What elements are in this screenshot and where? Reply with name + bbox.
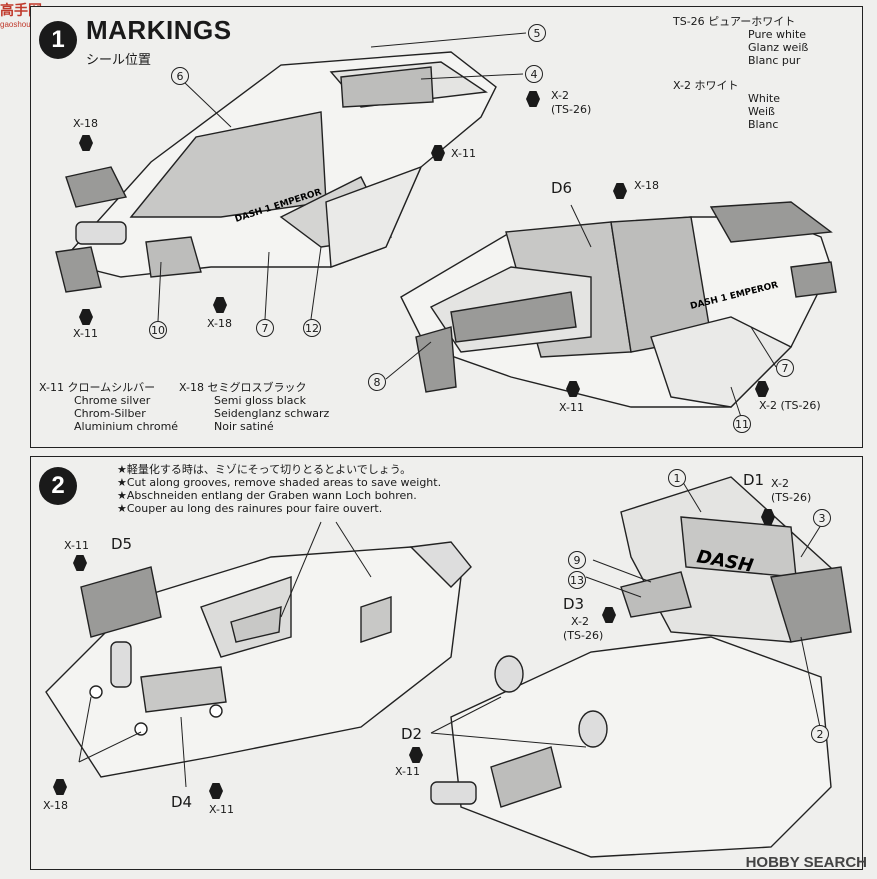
paint-hex-icon (79, 135, 93, 151)
paint-label-x2-ts26: X-2 (TS-26) (759, 399, 821, 412)
note-en: ★Cut along grooves, remove shaded areas … (117, 476, 442, 489)
part-number: 9 (568, 551, 586, 569)
decal-number: 7 (776, 359, 794, 377)
legend-x18-de: Seidenglanz schwarz (214, 407, 330, 420)
paint-label-ts26: (TS-26) (771, 491, 812, 504)
legend-x11-fr: Aluminium chromé (74, 420, 179, 433)
note-de: ★Abschneiden entlang der Graben wann Loc… (117, 489, 417, 502)
legend-ts26-en: Pure white (748, 28, 807, 41)
part-number: 1 (668, 469, 686, 487)
paint-hex-icon (755, 381, 769, 397)
paint-label-x11: X-11 (73, 327, 98, 340)
decal-number: 8 (368, 373, 386, 391)
paint-label-x2: X-2 (551, 89, 569, 102)
hobby-search-watermark: HOBBY SEARCH (745, 854, 867, 871)
paint-label-x11: X-11 (64, 539, 89, 552)
part-label-d1: D1 (743, 471, 765, 489)
paint-label-x11: X-11 (395, 765, 420, 778)
note-jp: ★軽量化する時は、ミゾにそって切りとるとよいでしょう。 (117, 463, 412, 476)
paint-label-ts26: (TS-26) (551, 103, 592, 116)
part-label-d3: D3 (563, 595, 585, 613)
part-label-d4: D4 (171, 793, 193, 811)
decal-number: 6 (171, 67, 189, 85)
decal-number: 12 (303, 319, 321, 337)
paint-hex-icon (602, 607, 616, 623)
paint-hex-icon (79, 309, 93, 325)
paint-hex-icon (613, 183, 627, 199)
step-number-badge: 1 (39, 21, 77, 59)
legend-x11-de: Chrom-Silber (74, 407, 146, 420)
legend-x11-en: Chrome silver (74, 394, 151, 407)
legend-x2-de: Weiß (748, 105, 775, 118)
paint-label-x2: X-2 (771, 477, 789, 490)
paint-hex-icon (566, 381, 580, 397)
part-label-d6: D6 (551, 179, 573, 197)
part-number: 3 (813, 509, 831, 527)
legend-ts26-name: TS-26 ピュアーホワイト (673, 15, 796, 28)
legend-ts26-fr: Blanc pur (748, 54, 801, 67)
step2-panel: DASH 2 ★軽量化する時は、ミゾにそって切りとるとよいでしょう。 ★Cut … (30, 456, 863, 870)
legend-x18-fr: Noir satiné (214, 420, 274, 433)
logo-sub: gaoshou.net (0, 20, 45, 29)
paint-hex-icon (409, 747, 423, 763)
legend-x18: X-18 セミグロスブラック Semi gloss black Seidengl… (179, 381, 329, 433)
paint-label-x11: X-11 (559, 401, 584, 414)
step1-panel: DASH 1 EMPEROR DASH 1 EMPEROR (30, 6, 863, 448)
decal-number: 5 (528, 24, 546, 42)
paint-label-x11: X-11 (451, 147, 476, 160)
paint-hex-icon (761, 509, 775, 525)
legend-x2: X-2 ホワイト White Weiß Blanc (673, 79, 780, 131)
step-title: MARKINGS (86, 15, 232, 45)
step-number-badge: 2 (39, 467, 77, 505)
step1-car-illustration: DASH 1 EMPEROR DASH 1 EMPEROR (55, 32, 837, 418)
paint-label-x2: X-2 (571, 615, 589, 628)
paint-label-ts26: (TS-26) (563, 629, 604, 642)
part-number: 2 (811, 725, 829, 743)
legend-x11: X-11 クロームシルバー Chrome silver Chrom-Silber… (39, 381, 178, 433)
legend-ts26: TS-26 ピュアーホワイト Pure white Glanz weiß Bla… (673, 15, 808, 67)
paint-hex-icon (209, 783, 223, 799)
legend-x2-name: X-2 ホワイト (673, 79, 739, 92)
decal-number: 11 (733, 415, 751, 433)
legend-ts26-de: Glanz weiß (748, 41, 809, 54)
note-fr: ★Couper au long des rainures pour faire … (117, 502, 383, 515)
legend-x11-name: X-11 クロームシルバー (39, 381, 156, 394)
paint-label-x11: X-11 (209, 803, 234, 816)
legend-x18-en: Semi gloss black (214, 394, 306, 407)
decal-number: 7 (256, 319, 274, 337)
legend-x2-fr: Blanc (748, 118, 779, 131)
paint-label-x18: X-18 (73, 117, 98, 130)
step2-notes: ★軽量化する時は、ミゾにそって切りとるとよいでしょう。 ★Cut along g… (117, 463, 441, 515)
part-label-d5: D5 (111, 535, 133, 553)
step-subtitle: シール位置 (86, 53, 152, 68)
part-number: 13 (568, 571, 586, 589)
legend-x18-name: X-18 セミグロスブラック (179, 381, 307, 394)
paint-hex-icon (213, 297, 227, 313)
step2-chassis-illustration: DASH (45, 476, 852, 858)
paint-label-x18: X-18 (634, 179, 659, 192)
decal-number: 10 (149, 321, 167, 339)
part-label-d2: D2 (401, 725, 423, 743)
decal-number: 4 (525, 65, 543, 83)
paint-hex-icon (73, 555, 87, 571)
paint-label-x18: X-18 (43, 799, 68, 812)
paint-hex-icon (431, 145, 445, 161)
paint-label-x18: X-18 (207, 317, 232, 330)
paint-hex-icon (53, 779, 67, 795)
paint-hex-icon (526, 91, 540, 107)
legend-x2-en: White (748, 92, 780, 105)
